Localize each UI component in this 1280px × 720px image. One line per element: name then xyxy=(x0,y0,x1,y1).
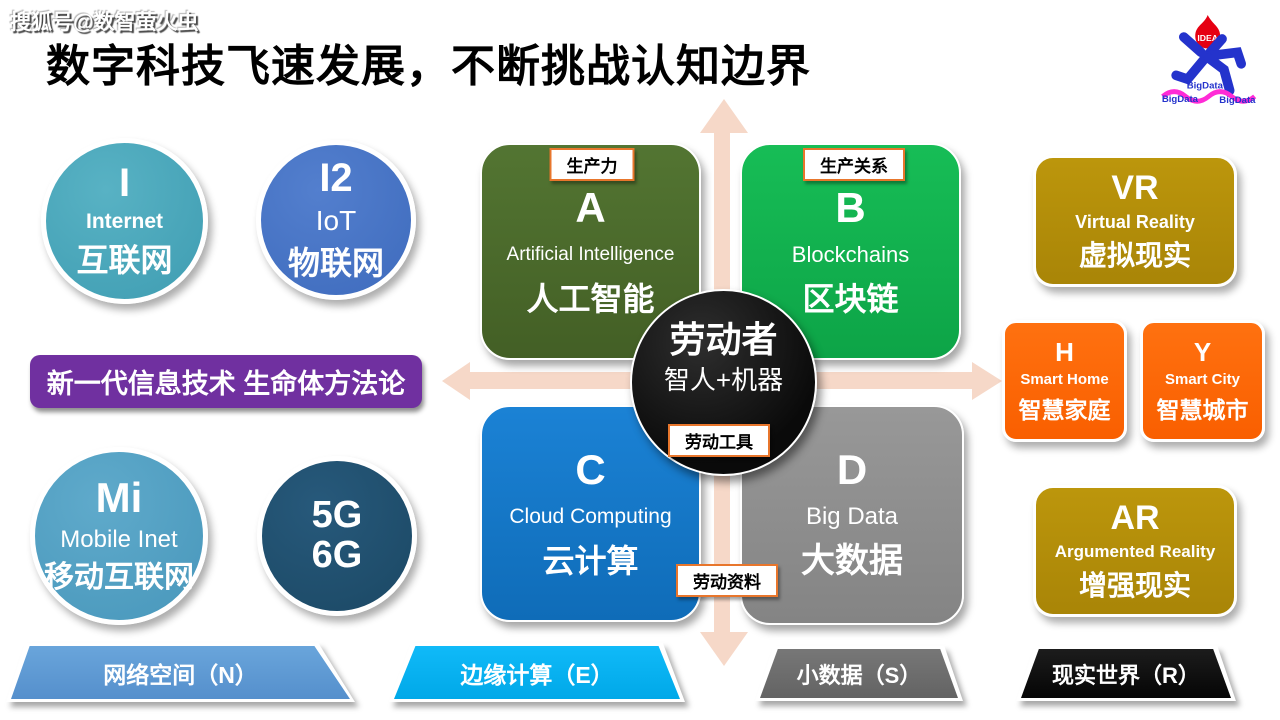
box-smart-city: Y Smart City 智慧城市 xyxy=(1140,320,1265,442)
box-en-label: Argumented Reality xyxy=(1054,541,1216,561)
idea-label: IDEA xyxy=(1197,33,1218,43)
box-ar: AR Argumented Reality 增强现实 xyxy=(1033,485,1237,617)
tag-production-relations: 生产关系 xyxy=(803,148,905,181)
footer-trapezoid-small-data: 小数据（S） xyxy=(755,646,963,701)
arrow-right-icon xyxy=(972,362,1002,400)
quadrant-en-label: Big Data xyxy=(805,503,899,530)
watermark: 搜狐号@数智萤火虫 xyxy=(10,11,199,34)
circle-5g-6g: 5G 6G xyxy=(257,456,417,616)
footer-label-cyberspace: 网络空间（N） xyxy=(103,661,258,688)
circle-zh-label: 移动互联网 xyxy=(44,560,194,594)
circle-iot: I2 IoT 物联网 xyxy=(256,140,416,300)
bigdata-label-right: BigData xyxy=(1219,95,1256,106)
footer-trapezoid-real-world: 现实世界（R） xyxy=(1016,646,1236,701)
quadrant-en-label: Blockchains xyxy=(791,242,910,267)
quadrant-en-label: Artificial Intelligence xyxy=(506,244,675,265)
box-abbr: H xyxy=(1055,337,1074,367)
worker-title: 劳动者 xyxy=(669,318,778,360)
quadrant-letter: B xyxy=(835,184,866,231)
quadrant-zh-label: 云计算 xyxy=(542,543,639,579)
trapezoid-fill: 现实世界（R） xyxy=(1021,649,1231,698)
circle-line2: 6G xyxy=(311,534,363,576)
box-smart-home: H Smart Home 智慧家庭 xyxy=(1002,320,1127,442)
quadrant-letter: A xyxy=(575,184,606,231)
circle-en-label: Internet xyxy=(85,210,163,234)
footer-trapezoid-edge-computing: 边缘计算（E） xyxy=(389,643,685,702)
box-zh-label: 智慧城市 xyxy=(1156,397,1249,423)
bigdata-label-left: BigData xyxy=(1162,94,1199,105)
arrow-down-icon xyxy=(700,632,748,666)
circle-abbr: I2 xyxy=(319,155,353,200)
box-abbr: AR xyxy=(1110,498,1160,537)
trapezoid-fill: 小数据（S） xyxy=(760,649,958,698)
quadrant-zh-label: 大数据 xyxy=(801,542,903,580)
footer-label-small-data: 小数据（S） xyxy=(796,662,922,688)
quadrant-zh-label: 区块链 xyxy=(802,281,899,317)
footer-trapezoid-cyberspace: 网络空间（N） xyxy=(6,643,355,702)
quadrant-zh-label: 人工智能 xyxy=(526,281,655,317)
circle-internet: I Internet 互联网 xyxy=(41,138,208,304)
box-abbr: Y xyxy=(1193,337,1212,367)
circle-en-label: IoT xyxy=(315,204,357,236)
page-title: 数字科技飞速发展，不断挑战认知边界 xyxy=(46,42,811,91)
box-vr: VR Virtual Reality 虚拟现实 xyxy=(1033,155,1237,287)
box-en-label: Smart City xyxy=(1164,371,1241,388)
footer-label-real-world: 现实世界（R） xyxy=(1052,662,1200,688)
circle-mobile-internet: Mi Mobile Inet 移动互联网 xyxy=(30,447,208,625)
tag-labor-materials: 劳动资料 xyxy=(676,564,778,597)
bigdata-label-top: BigData xyxy=(1187,81,1224,92)
circle-abbr: Mi xyxy=(95,473,143,521)
tag-labor-tools: 劳动工具 xyxy=(668,424,770,457)
circle-zh-label: 物联网 xyxy=(287,245,384,282)
circle-zh-label: 互联网 xyxy=(76,241,173,278)
quadrant-letter: C xyxy=(575,446,606,493)
trapezoid-fill: 网络空间（N） xyxy=(11,646,350,699)
footer-label-edge-computing: 边缘计算（E） xyxy=(460,661,614,688)
banner-new-gen-it: 新一代信息技术 生命体方法论 xyxy=(30,355,422,408)
circle-line1: 5G xyxy=(311,494,363,537)
bigdata-runner-logo: IDEA BigData BigData BigData xyxy=(1161,14,1257,106)
box-abbr: VR xyxy=(1111,168,1159,207)
worker-subtitle: 智人+机器 xyxy=(663,364,784,395)
arrow-up-icon xyxy=(700,99,748,133)
runner-icon xyxy=(1171,32,1247,96)
box-zh-label: 增强现实 xyxy=(1078,569,1191,601)
circle-abbr: I xyxy=(118,161,131,206)
wave-icon xyxy=(1161,89,1257,104)
box-en-label: Smart Home xyxy=(1020,371,1109,388)
idea-flame-icon xyxy=(1195,14,1221,49)
tag-productivity: 生产力 xyxy=(549,148,635,181)
box-zh-label: 智慧家庭 xyxy=(1018,397,1111,423)
circle-en-label: Mobile Inet xyxy=(60,525,178,553)
box-zh-label: 虚拟现实 xyxy=(1078,239,1191,271)
box-en-label: Virtual Reality xyxy=(1075,211,1195,232)
quadrant-en-label: Cloud Computing xyxy=(509,505,672,528)
trapezoid-fill: 边缘计算（E） xyxy=(394,646,680,699)
arrow-left-icon xyxy=(442,362,470,400)
quadrant-letter: D xyxy=(836,446,868,493)
